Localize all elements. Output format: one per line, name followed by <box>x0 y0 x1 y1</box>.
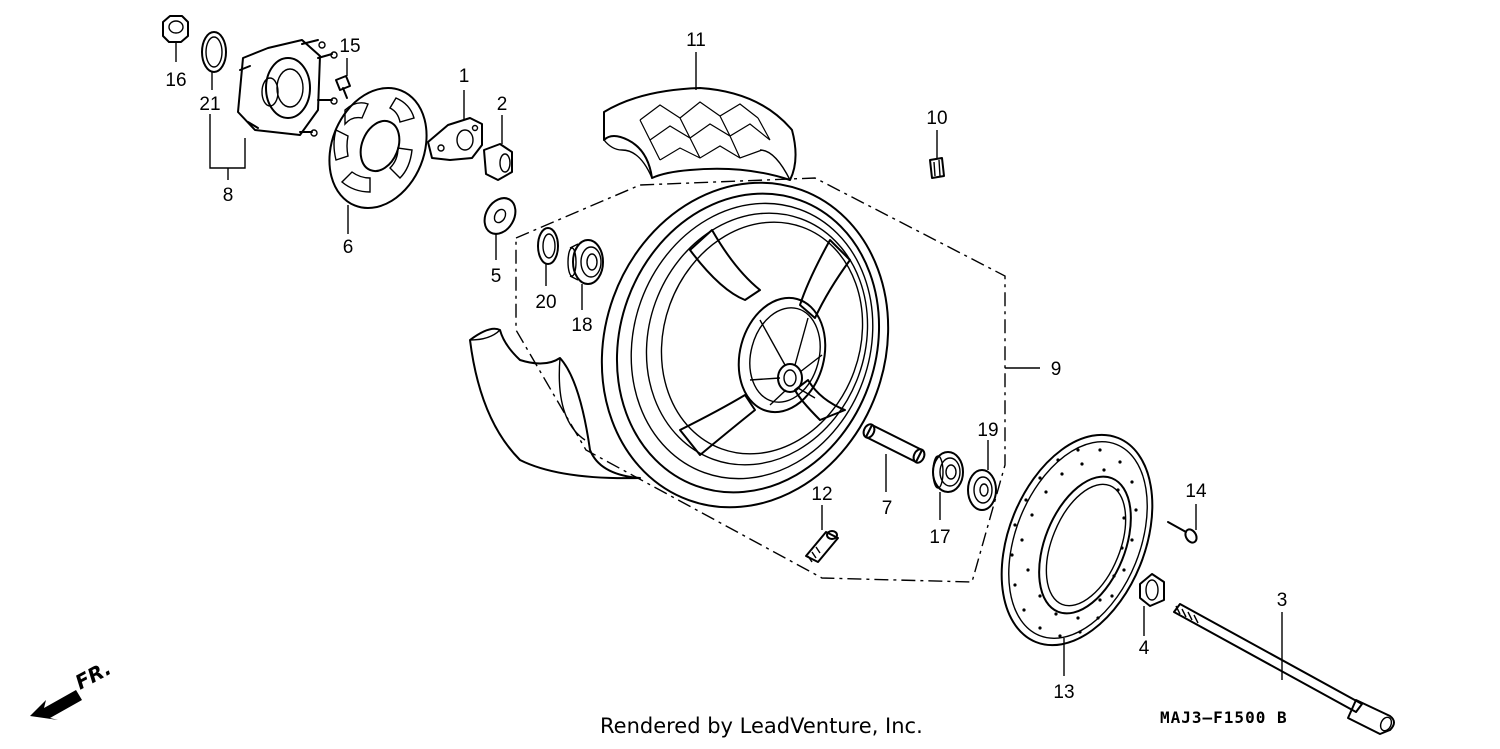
tire-cross-section <box>469 327 641 480</box>
part-17-bearing[interactable] <box>932 451 964 493</box>
callout-6: 6 <box>343 237 354 258</box>
part-21-o-ring[interactable] <box>201 31 227 73</box>
callout-4: 4 <box>1139 638 1150 659</box>
part-6-sprocket-plate[interactable] <box>312 73 444 222</box>
footer-credit: Rendered by LeadVenture, Inc. <box>600 714 923 738</box>
part-10-valve-cap[interactable] <box>929 157 945 179</box>
part-18-bearing[interactable] <box>567 239 604 285</box>
diagram-code: MAJ3–F1500 B <box>1160 708 1288 727</box>
callout-10: 10 <box>926 108 947 129</box>
callout-16: 16 <box>165 70 186 91</box>
part-1-bracket[interactable] <box>427 117 483 161</box>
part-2-collar[interactable] <box>483 143 513 181</box>
part-5-washer[interactable] <box>478 193 521 240</box>
callout-1: 1 <box>459 66 470 87</box>
callout-20: 20 <box>535 292 556 313</box>
callout-18: 18 <box>571 315 592 336</box>
callout-7: 7 <box>882 498 893 519</box>
part-20-oil-seal[interactable] <box>537 227 559 265</box>
callout-9: 9 <box>1051 359 1062 380</box>
callout-2: 2 <box>497 94 508 115</box>
part-4-side-collar[interactable] <box>1139 573 1165 607</box>
front-direction-indicator: FR. <box>30 656 115 720</box>
leader-8-bracket <box>209 114 246 169</box>
part-11-tire[interactable] <box>603 87 797 181</box>
part-14-disc-bolt[interactable] <box>1167 521 1199 545</box>
callout-21: 21 <box>199 94 220 115</box>
part-15-bolt[interactable] <box>335 75 351 99</box>
front-direction-label: FR. <box>71 656 115 695</box>
callout-19: 19 <box>977 420 998 441</box>
assembly-9-outline <box>515 177 1006 583</box>
callout-15: 15 <box>339 36 360 57</box>
callout-13: 13 <box>1053 682 1074 703</box>
callout-3: 3 <box>1277 590 1288 611</box>
part-12-valve-stem[interactable] <box>805 530 839 563</box>
part-7-distance-collar[interactable] <box>862 423 927 465</box>
part-13-brake-disc[interactable] <box>973 413 1182 668</box>
callout-5: 5 <box>491 266 502 287</box>
callout-17: 17 <box>929 527 950 548</box>
callout-12: 12 <box>811 484 832 505</box>
front-arrow-icon <box>30 690 82 720</box>
part-16-nut[interactable] <box>162 15 189 43</box>
callout-14: 14 <box>1185 481 1207 502</box>
part-9-rear-wheel[interactable] <box>557 142 933 548</box>
callout-11: 11 <box>686 30 706 51</box>
part-8-final-driven-flange[interactable] <box>237 39 338 137</box>
part-3-rear-axle[interactable] <box>1173 603 1395 735</box>
part-19-dust-seal[interactable] <box>967 469 997 511</box>
callout-8: 8 <box>223 185 234 206</box>
